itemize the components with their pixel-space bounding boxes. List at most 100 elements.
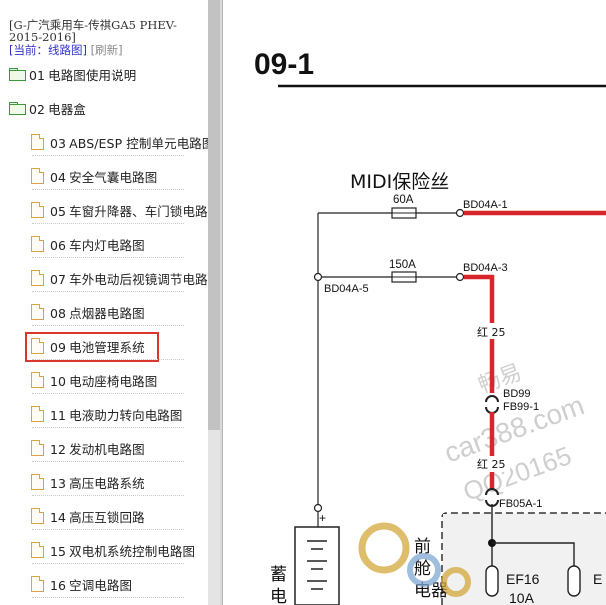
- document-icon: [31, 168, 44, 184]
- terminal-bd04a-1: [455, 208, 465, 218]
- current-location-row: [当前：线路图] [刷新]: [9, 43, 123, 57]
- terminal-label: BD04A-3: [463, 262, 508, 274]
- tree-item-number: 08: [50, 305, 67, 321]
- terminal-bd04a-3: [455, 272, 465, 282]
- tree-item-number: 14: [50, 509, 67, 525]
- divider: [32, 529, 184, 530]
- tree-item-number: 05: [50, 203, 67, 219]
- selection-highlight-box: [25, 332, 159, 362]
- divider: [32, 257, 184, 258]
- tree-item-label: 高压互锁回路: [69, 509, 145, 525]
- tree-item-number: 09: [50, 339, 67, 355]
- fuse-name: EF16: [506, 571, 540, 587]
- wire-label: 红 25: [477, 326, 506, 339]
- fuse-name: E: [593, 571, 602, 587]
- document-icon: [31, 542, 44, 558]
- battery-label: 蓄 电: [270, 565, 292, 605]
- tree-item-label: 安全气囊电路图: [69, 169, 158, 185]
- divider: [32, 223, 184, 224]
- document-icon: [31, 202, 44, 218]
- connector-label: FB05A-1: [499, 498, 542, 510]
- tree-item-number: 01: [29, 67, 46, 83]
- fuse-60a-label: 60A: [393, 194, 414, 206]
- folder-icon: [9, 102, 26, 115]
- tree-item-number: 03: [50, 135, 67, 151]
- divider: [32, 495, 184, 496]
- folder-icon: [9, 68, 26, 81]
- divider: [32, 563, 184, 564]
- fuse-rating: 10A: [509, 590, 535, 605]
- tree-item-number: 16: [50, 577, 67, 593]
- wire-label-bg: [476, 323, 510, 339]
- front-fusebox-label: 前 舱 电器: [414, 537, 448, 601]
- tree-item-label: 电器盒: [48, 101, 86, 117]
- terminal-bd04a-5: [313, 272, 323, 282]
- document-icon: [31, 576, 44, 592]
- terminal-label: BD04A-5: [324, 283, 369, 295]
- connector-symbol: [485, 395, 499, 403]
- tree-item-label: 电路图使用说明: [48, 67, 137, 83]
- divider: [32, 359, 184, 360]
- divider: [32, 155, 184, 156]
- battery-terminal: [313, 503, 323, 513]
- wiring-diagram-view[interactable]: 09-1 畅易 car388.com QQ20165 MIDI保险丝 60A B…: [224, 0, 606, 605]
- terminal-label: BD04A-1: [463, 199, 508, 211]
- tree-item-label: 车窗升降器、车门锁电路: [69, 203, 208, 219]
- tree-item-number: 07: [50, 271, 67, 287]
- tree-item-number: 11: [50, 407, 67, 423]
- scrollbar-thumb[interactable]: [208, 0, 220, 430]
- divider: [32, 291, 184, 292]
- tree-item-number: 12: [50, 441, 67, 457]
- divider: [32, 325, 184, 326]
- tree-item-number: 10: [50, 373, 67, 389]
- document-icon: [31, 474, 44, 490]
- tree-item-label: 高压电路系统: [69, 475, 145, 491]
- refresh-link[interactable]: [刷新]: [90, 43, 123, 57]
- wire-label: 红 25: [477, 458, 506, 471]
- tree-item-label: 发动机电路图: [69, 441, 145, 457]
- panel-splitter[interactable]: [220, 0, 223, 605]
- document-icon: [31, 406, 44, 422]
- battery-symbol: [294, 526, 340, 605]
- tree-item-number: 15: [50, 543, 67, 559]
- document-icon: [31, 134, 44, 150]
- connector-label: FB99-1: [503, 401, 539, 413]
- tree-item-number: 02: [29, 101, 46, 117]
- vertical-scrollbar[interactable]: [208, 0, 220, 605]
- tree-item-label: 车内灯电路图: [69, 237, 145, 253]
- document-icon: [31, 304, 44, 320]
- tree-item-label: 电池管理系统: [69, 339, 145, 355]
- document-icon: [31, 270, 44, 286]
- watermark-logo: [358, 522, 471, 597]
- document-icon: [31, 236, 44, 252]
- fuse-150a-label: 150A: [389, 259, 416, 271]
- tree-item-label: 空调电路图: [69, 577, 133, 593]
- current-location-label: [当前：线路图]: [9, 43, 87, 57]
- fuse-symbol: [567, 565, 581, 597]
- wire-label-bg: [476, 456, 510, 472]
- tree-item-label: 双电机系统控制电路图: [69, 543, 196, 559]
- divider: [32, 393, 184, 394]
- fuse-ef16-symbol: [485, 565, 499, 597]
- tree-item-number: 06: [50, 237, 67, 253]
- directory-tree-panel: [G-广汽乘用车-传祺GA5 PHEV-2015-2016] [当前：线路图] …: [0, 0, 208, 605]
- tree-item-label: 电液助力转向电路图: [69, 407, 183, 423]
- tree-item-number: 13: [50, 475, 67, 491]
- divider: [32, 461, 184, 462]
